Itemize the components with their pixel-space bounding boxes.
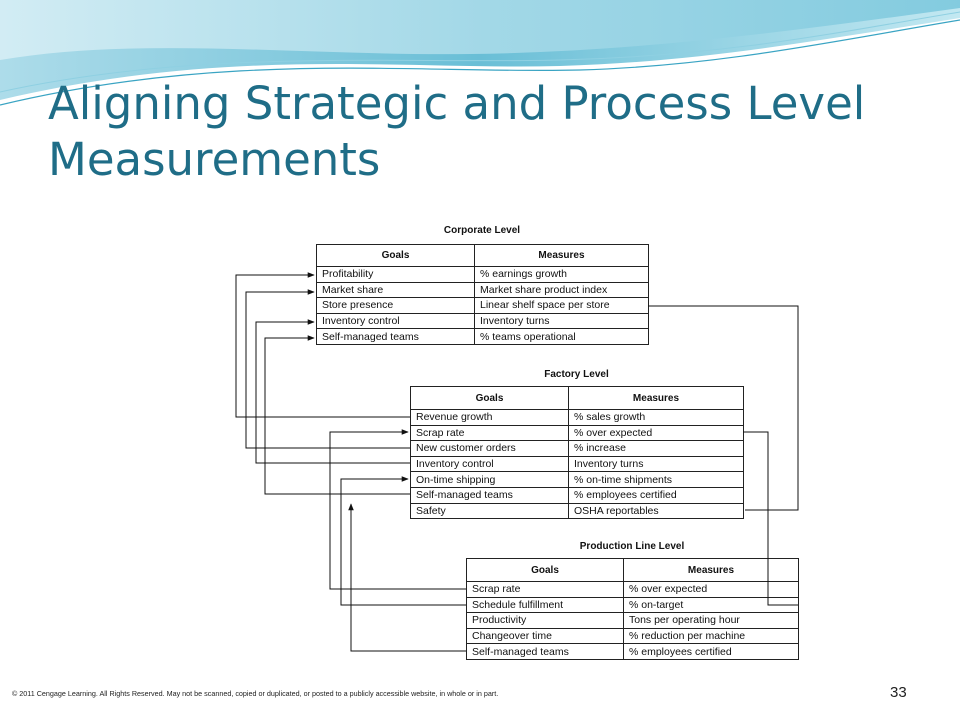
slide-title-line-2: Measurements (48, 133, 381, 186)
copyright-footer: © 2011 Cengage Learning. All Rights Rese… (12, 689, 499, 698)
link-inventory-control-to-inventory-control (255, 319, 410, 464)
measure-cell: Linear shelf space per store (474, 297, 649, 314)
goal-cell: Changeover time (466, 627, 624, 645)
table-row: Schedule fulfillment% on-target (466, 596, 799, 614)
slide-title: Aligning Strategic and Process Level Mea… (48, 76, 928, 188)
table-row: Profitability% earnings growth (316, 266, 649, 283)
measures-header: Measures (474, 244, 649, 267)
link-schedule-fulfillment-to-on-time-shipping (340, 476, 466, 606)
measure-cell: % on-time shipments (568, 471, 744, 488)
table-row: Self-managed teams% employees certified (466, 643, 799, 660)
production-line-measures-table: Goals Measures Scrap rate% over expected… (466, 558, 799, 660)
slide-title-line-1: Aligning Strategic and Process Level (48, 77, 866, 130)
table-header-row: Goals Measures (466, 558, 799, 582)
measure-cell: % teams operational (474, 328, 649, 345)
factory-level-title: Factory Level (544, 369, 609, 380)
corporate-level-title: Corporate Level (443, 225, 521, 236)
measure-cell: % employees certified (623, 643, 799, 660)
goal-cell: Safety (410, 502, 569, 520)
factory-measures-table: Goals Measures Revenue growth% sales gro… (410, 386, 744, 520)
table-row: Changeover time% reduction per machine (466, 627, 799, 645)
link-factory-to-production-right (743, 431, 798, 606)
measure-cell: % over expected (623, 581, 799, 598)
alignment-arrows (235, 272, 799, 652)
measurement-alignment-figure: Corporate Level Goals Measures Profitabi… (208, 203, 822, 673)
link-new-customer-orders-to-market-share (245, 289, 410, 449)
goal-cell: Self-managed teams (316, 328, 475, 345)
link-revenue-growth-to-profitability (235, 272, 410, 418)
goal-cell: Revenue growth (410, 409, 569, 426)
table-row: Revenue growth% sales growth (410, 409, 744, 426)
header-wave-decoration (0, 0, 960, 106)
table-row: Self-managed teams% teams operational (316, 328, 649, 345)
production-line-level-title: Production Line Level (579, 541, 685, 552)
table-header-row: Goals Measures (410, 386, 744, 410)
measures-header: Measures (568, 386, 744, 410)
link-scrap-rate-to-scrap-rate (329, 429, 466, 590)
measure-cell: Tons per operating hour (623, 612, 799, 629)
measures-header: Measures (623, 558, 799, 582)
slide-number: 33 (890, 684, 907, 701)
measure-cell: Inventory turns (568, 455, 744, 473)
table-row: Self-managed teams% employees certified (410, 486, 744, 504)
link-self-managed-teams-to-self-managed-teams (264, 335, 410, 495)
measure-cell: % earnings growth (474, 266, 649, 283)
corporate-measures-table: Goals Measures Profitability% earnings g… (316, 244, 649, 345)
goal-cell: Self-managed teams (466, 643, 624, 660)
goal-cell: New customer orders (410, 440, 569, 457)
table-header-row: Goals Measures (316, 244, 649, 267)
link-store-presence-to-factory (648, 305, 799, 511)
goals-header: Goals (410, 386, 569, 410)
link-self-managed-teams-to-factory (348, 503, 466, 652)
measure-cell: OSHA reportables (568, 502, 744, 520)
table-row: On-time shipping% on-time shipments (410, 471, 744, 488)
